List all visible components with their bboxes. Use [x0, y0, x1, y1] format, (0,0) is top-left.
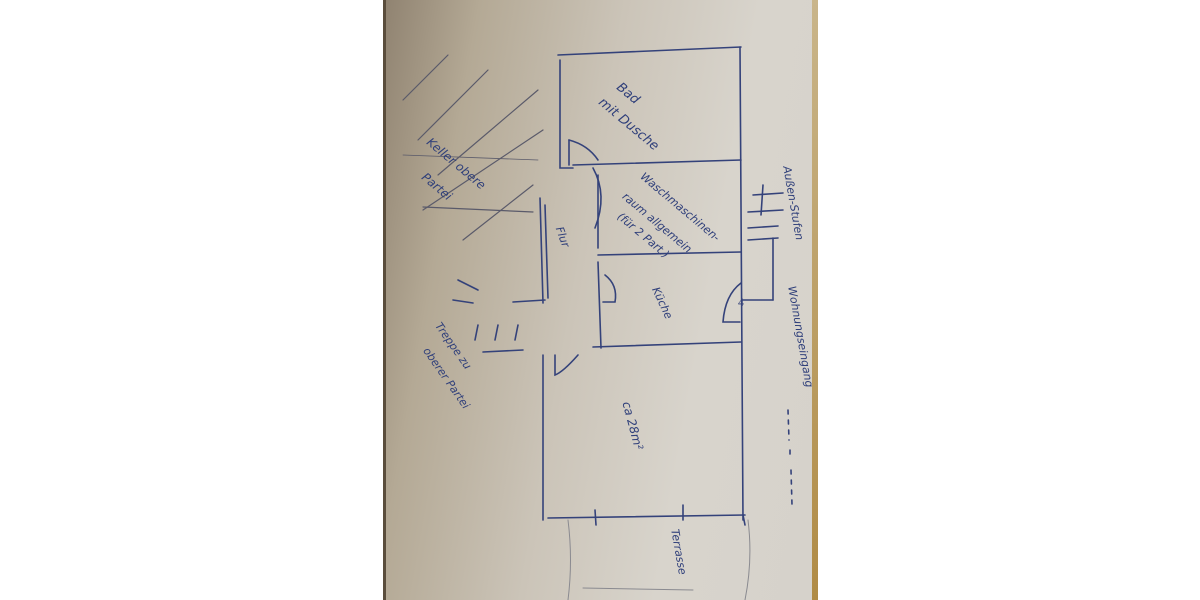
floor-plan-photo: 4: [383, 0, 818, 600]
floor-plan-sketch: 4: [402, 46, 793, 600]
outer-stairs-marks: [742, 184, 793, 506]
paper-shadow-edge: [383, 0, 386, 600]
svg-text:4: 4: [738, 295, 744, 309]
cellar-hatching: [402, 54, 544, 241]
stair-marks: [452, 279, 524, 353]
table-edge: [812, 0, 818, 600]
